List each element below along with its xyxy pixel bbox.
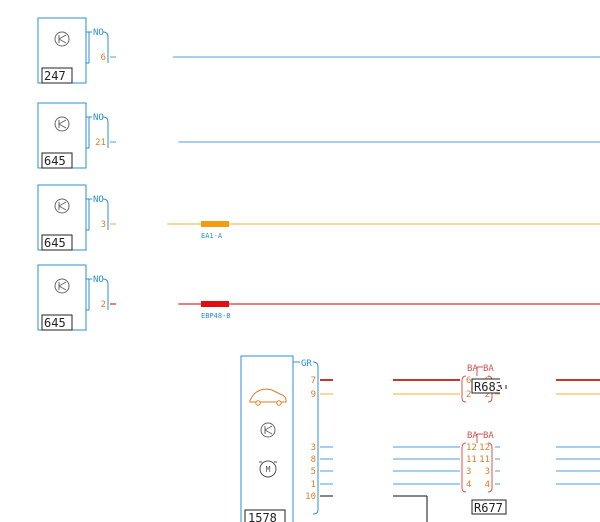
- junction-id-box: [471, 378, 507, 394]
- relay-icon: [54, 198, 70, 214]
- component-id: 645: [44, 154, 66, 168]
- module-id-box: [244, 509, 286, 522]
- pin-number: 5: [311, 467, 316, 477]
- pin-number: 3: [485, 467, 490, 477]
- pin-number: 9: [311, 390, 316, 400]
- pin-number: 4: [466, 480, 471, 490]
- junction-right-label: BA: [483, 364, 494, 374]
- fuse-block: [201, 221, 229, 227]
- connector-type: NO: [93, 113, 104, 123]
- pin-number: 3: [466, 467, 471, 477]
- connector-type: NO: [93, 28, 104, 38]
- component-id: 645: [44, 236, 66, 250]
- junction-right-label: BA: [483, 431, 494, 441]
- pin-number: 11: [466, 455, 477, 465]
- motor-letter: M: [266, 465, 271, 474]
- pin-number: 21: [95, 138, 106, 148]
- pin-number: 3: [311, 443, 316, 453]
- junction-id-box: [471, 499, 507, 515]
- component-id-box: [41, 234, 73, 251]
- connector-type: NO: [93, 275, 104, 285]
- pin-number: 1: [311, 480, 316, 490]
- pin-number: 8: [311, 455, 316, 465]
- component-id-box: [41, 67, 73, 84]
- component-id: 247: [44, 69, 66, 83]
- component-id-box: [41, 152, 73, 169]
- connector-type: NO: [93, 195, 104, 205]
- pin-number: 3: [101, 220, 106, 230]
- component-645: 645NO2BP48RDEBP48-B: [37, 264, 600, 331]
- connector-bracket: [86, 198, 90, 231]
- component-645: 645NO2152AJGN: [37, 102, 600, 169]
- fuse-label: EA1-A: [201, 232, 223, 240]
- junction-id: R677: [474, 501, 503, 515]
- module-id: 1578: [248, 511, 277, 522]
- pin-number: 12: [479, 443, 490, 453]
- junction-right-bracket: [487, 442, 493, 493]
- pin-number: 2: [485, 390, 490, 400]
- relay-icon: [54, 31, 70, 47]
- pin-number: 10: [305, 492, 316, 502]
- module-connector-bracket: [312, 361, 319, 515]
- relay-icon: [54, 278, 70, 294]
- junction-left-label: BA: [467, 364, 478, 374]
- relay-icon: [54, 116, 70, 132]
- pin-number: 2: [466, 390, 471, 400]
- pin-number: 6: [101, 53, 106, 63]
- component-id-box: [41, 314, 73, 331]
- component-247: 247NO6HM7PU: [37, 17, 600, 84]
- fuse-block: [201, 301, 229, 307]
- junction-left-label: BA: [467, 431, 478, 441]
- pin-number: 11: [479, 455, 490, 465]
- component-645: 645NO3A1BLEA1-A: [37, 184, 600, 251]
- motor-icon: M: [259, 460, 277, 478]
- junction-left-bracket: [461, 442, 467, 493]
- pin-number: 6: [466, 376, 471, 386]
- relay-icon: [260, 422, 276, 438]
- module-frame: [240, 355, 294, 522]
- junction-left-bracket: [461, 375, 467, 403]
- connector-bracket: [86, 31, 90, 64]
- connector-bracket: [86, 278, 90, 311]
- fuse-label: EBP48-B: [201, 312, 231, 320]
- module-connector: GR: [301, 359, 312, 369]
- pin-number: 7: [311, 376, 316, 386]
- component-id: 645: [44, 316, 66, 330]
- connector-bracket: [86, 116, 90, 149]
- pin-number: 2: [101, 300, 106, 310]
- pin-number: 12: [466, 443, 477, 453]
- pin-number: 4: [485, 480, 490, 490]
- car-icon: [249, 388, 287, 406]
- junction-id: R683: [474, 380, 503, 394]
